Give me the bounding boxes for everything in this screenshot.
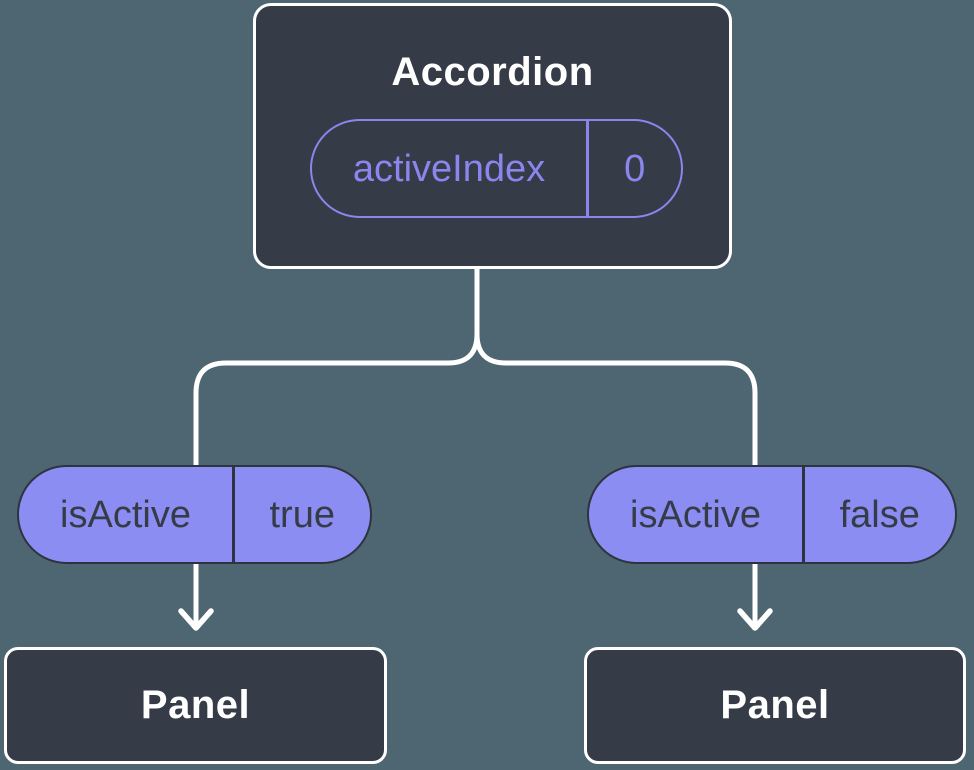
state-value: true [269, 493, 335, 536]
arrow-down-icon [737, 608, 773, 631]
node-title: Panel [720, 683, 830, 727]
node-title: Accordion [391, 50, 594, 94]
prop-name: activeIndex [352, 147, 546, 190]
pill-divider [232, 467, 235, 562]
state-name: isActive [630, 493, 761, 536]
node-panel-left: Panel [4, 647, 387, 764]
state-value: false [839, 493, 920, 536]
prop-pill-activeindex: activeIndex 0 [310, 119, 683, 218]
pill-divider [586, 121, 589, 216]
node-panel-right: Panel [584, 647, 966, 764]
pill-divider [802, 467, 805, 562]
state-name: isActive [60, 493, 191, 536]
state-pill-isactive-false: isActive false [587, 465, 957, 564]
state-pill-isactive-true: isActive true [17, 465, 372, 564]
prop-value: 0 [624, 147, 646, 190]
tree-connector-right [474, 331, 758, 626]
tree-connector-left [193, 331, 480, 626]
node-accordion: Accordion activeIndex 0 [253, 3, 732, 269]
node-title: Panel [140, 683, 251, 727]
arrow-down-icon [178, 608, 214, 631]
